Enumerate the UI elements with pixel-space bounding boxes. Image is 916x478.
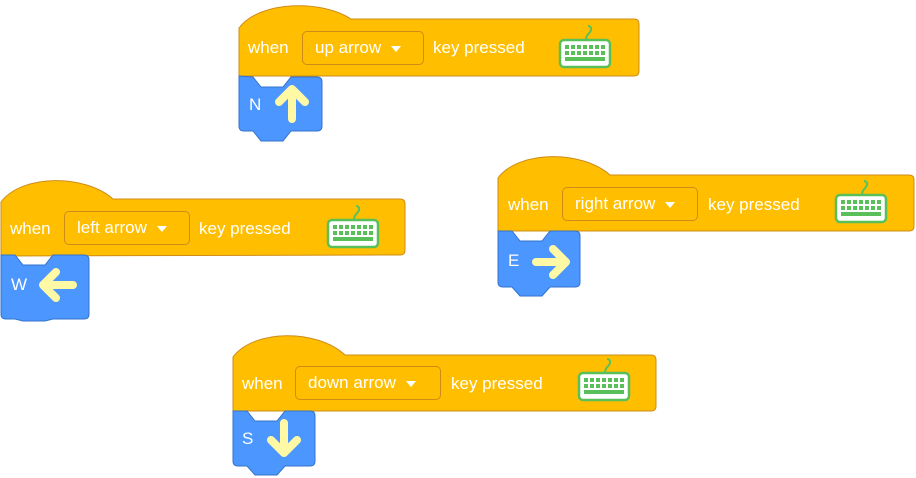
when-label: when	[242, 374, 283, 393]
key-dropdown-value: down arrow	[308, 373, 396, 392]
when-label: when	[248, 38, 289, 57]
sprite-direction-letter: W	[11, 275, 28, 294]
key-pressed-script-up[interactable]: when up arrow key pressed N	[238, 2, 640, 144]
arrow-down-icon	[267, 419, 301, 457]
key-dropdown[interactable]: up arrow	[302, 31, 424, 65]
chevron-down-icon	[665, 202, 676, 208]
keyboard-icon	[577, 357, 631, 405]
keyboard-icon	[558, 24, 612, 72]
when-label: when	[10, 219, 51, 238]
key-dropdown-value: right arrow	[575, 194, 656, 213]
key-dropdown[interactable]: right arrow	[562, 187, 698, 221]
sprite-direction-letter: E	[508, 251, 520, 270]
key-pressed-script-down[interactable]: when down arrow key pressed S	[232, 334, 660, 478]
chevron-down-icon	[391, 46, 402, 52]
key-dropdown-value: up arrow	[315, 38, 382, 57]
arrow-right-icon	[532, 245, 570, 279]
key-pressed-label: key pressed	[451, 374, 543, 393]
sprite-direction-letter: N	[249, 95, 262, 114]
when-label: when	[508, 195, 549, 214]
key-dropdown[interactable]: left arrow	[64, 211, 190, 245]
key-dropdown-value: left arrow	[77, 218, 147, 237]
key-pressed-label: key pressed	[708, 195, 800, 214]
arrow-left-icon	[39, 268, 77, 302]
keyboard-icon	[834, 179, 888, 227]
arrow-up-icon	[275, 85, 309, 123]
key-pressed-script-left[interactable]: when left arrow key pressed W	[0, 180, 408, 322]
key-pressed-label: key pressed	[199, 219, 291, 238]
key-dropdown[interactable]: down arrow	[295, 366, 441, 400]
chevron-down-icon	[405, 381, 416, 387]
key-pressed-script-right[interactable]: when right arrow key pressed E	[497, 154, 916, 299]
key-pressed-label: key pressed	[433, 38, 525, 57]
chevron-down-icon	[156, 226, 167, 232]
keyboard-icon	[326, 204, 380, 252]
sprite-direction-letter: S	[242, 429, 254, 448]
